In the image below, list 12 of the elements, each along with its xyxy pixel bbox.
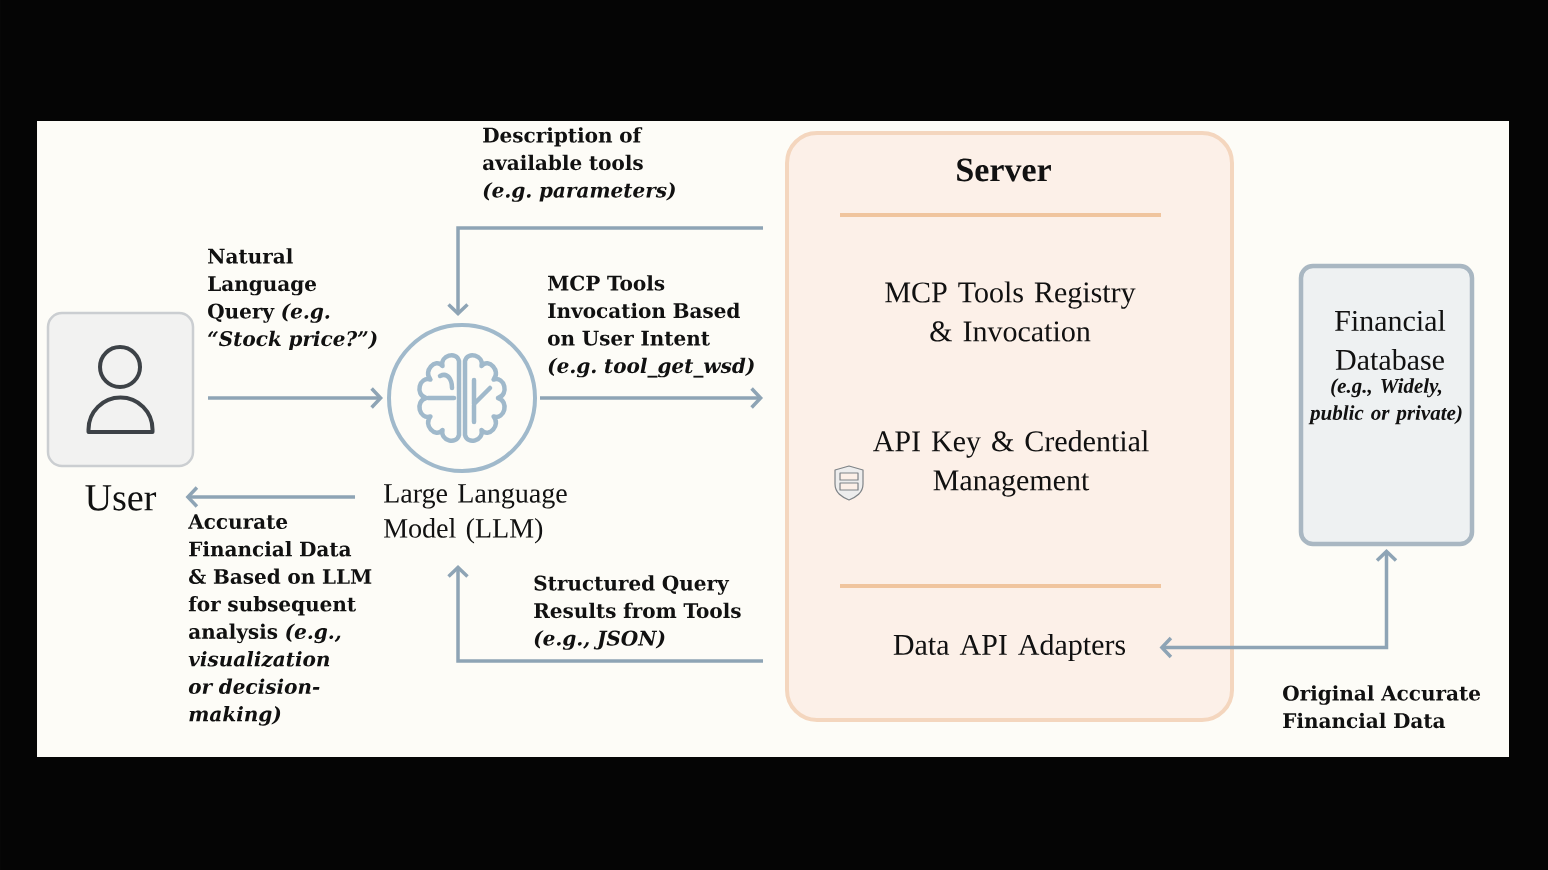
edge-label: MCP Tools Invocation Based on User Intent (e.g. tool_get_wsd) <box>548 275 754 378</box>
edge-label: Accurate Financial Data & Based on LLM for subsequent analysis (e.g., visualization or decision-making) <box>188 514 372 726</box>
component-label: API Key & Credential Management <box>873 430 1149 497</box>
edge-label: Natural Language Query (e.g. “Stock price?”) <box>208 248 377 351</box>
edge-label: Original Accurate Financial Data <box>1283 685 1481 729</box>
edge-label: Description of available tools (e.g. parameters) <box>483 127 675 202</box>
component-label: MCP Tools Registry & Invocation <box>885 281 1136 342</box>
edge-label: Structured Query Results from Tools (e.g., JSON) <box>534 575 741 650</box>
node-label: Large Language Model (LLM) <box>384 484 567 544</box>
component-label: Data API Adapters <box>893 633 1126 662</box>
database-box: Financial Database (e.g., Widely, public or private) <box>1298 263 1475 547</box>
node-label: User <box>85 485 157 511</box>
